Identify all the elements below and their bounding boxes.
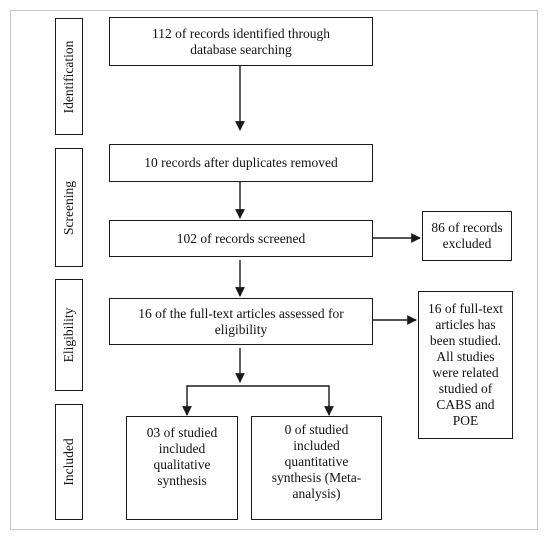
box-fulltext-studied: 16 of full-text articles has been studie… [418,291,513,439]
box-records-identified: 112 of records identified through databa… [109,17,373,66]
box-fulltext-studied-text: 16 of full-text articles has been studie… [428,301,503,428]
box-duplicates-removed-text: 10 records after duplicates removed [144,155,338,170]
box-qualitative-synthesis: 03 of studied included qualitative synth… [126,416,238,520]
box-quantitative-synthesis: 0 of studied included quantitative synth… [251,416,382,520]
box-fulltext-assessed-text: 16 of the full-text articles assessed fo… [138,305,344,337]
box-records-excluded: 86 of records excluded [422,211,512,261]
stage-label-included: Included [55,404,83,520]
stage-label-identification: Identification [55,18,83,135]
box-quantitative-synthesis-text: 0 of studied included quantitative synth… [271,422,362,501]
stage-label-screening: Screening [55,148,83,267]
arrow-split-connector [186,385,330,414]
stage-label-eligibility: Eligibility [55,279,83,391]
box-duplicates-removed: 10 records after duplicates removed [109,144,373,182]
box-fulltext-assessed: 16 of the full-text articles assessed fo… [109,298,373,345]
box-records-excluded-text: 86 of records excluded [431,220,503,251]
box-records-identified-text: 112 of records identified through databa… [152,25,330,57]
box-records-screened-text: 102 of records screened [176,230,306,246]
box-records-screened: 102 of records screened [109,220,373,257]
box-qualitative-synthesis-text: 03 of studied included qualitative synth… [146,425,218,488]
diagram-frame [10,10,538,530]
